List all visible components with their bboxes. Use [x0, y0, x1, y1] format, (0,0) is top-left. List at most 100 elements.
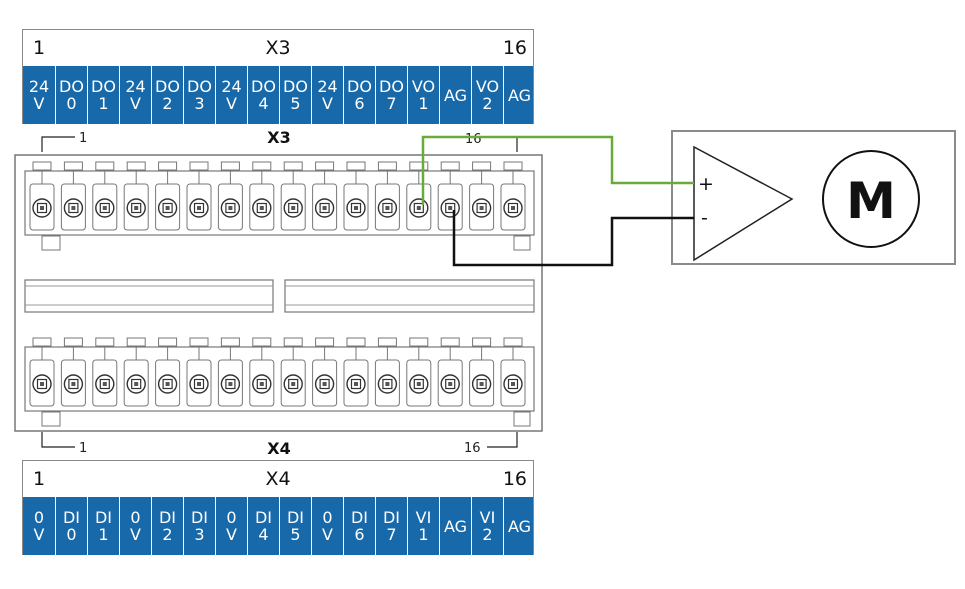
x4-bracket: [41, 432, 518, 448]
x3-pin-cell: DO 5: [279, 66, 311, 124]
x3-pin-label: 24 V: [317, 77, 338, 113]
x4-terminal: [343, 337, 369, 407]
x4-terminal: [249, 337, 275, 407]
x4-pin-cell: 0 V: [311, 497, 343, 555]
x3-terminal: [280, 161, 306, 231]
x3-pin-label: AG: [507, 85, 532, 105]
x4-terminal: [29, 337, 55, 407]
screw-icon: [63, 198, 84, 218]
x3-terminal: [92, 161, 118, 231]
x4-pin-label: 0 V: [322, 508, 333, 544]
screw-icon: [63, 374, 84, 394]
screw-icon: [503, 374, 523, 394]
screw-icon: [440, 198, 460, 218]
x4-pin-label: DI 1: [94, 508, 113, 544]
x4-pin-label: DI 6: [350, 508, 369, 544]
x3-pin-label: DO 2: [155, 77, 180, 113]
x3-pin-label: DO 7: [379, 77, 404, 113]
x3-pin-cell: AG: [439, 66, 471, 124]
x4-table-header: 1 X4 16: [23, 461, 533, 497]
x4-terminal-row: [24, 337, 535, 427]
x4-pin-label: 0 V: [226, 508, 237, 544]
screw-icon: [157, 198, 178, 218]
screw-icon: [252, 198, 272, 218]
x3-first-pin-number: 1: [33, 37, 46, 59]
amplifier-minus-input: -: [701, 207, 708, 229]
x3-pin-label: DO 5: [283, 77, 308, 113]
x3-terminal: [249, 161, 275, 231]
x4-pin-cell: VI 1: [407, 497, 439, 555]
screw-icon: [189, 374, 209, 394]
x4-terminal: [469, 337, 495, 407]
x4-first-pin-number: 1: [33, 468, 46, 490]
x3-terminal: [343, 161, 369, 231]
x3-terminal: [155, 161, 181, 231]
x4-terminal: [186, 337, 212, 407]
x3-pin-label: 24 V: [125, 77, 146, 113]
x4-pin-cell: DI 5: [279, 497, 311, 555]
x4-pin-cell: 0 V: [119, 497, 151, 555]
x3-terminal: [123, 161, 149, 231]
screw-icon: [346, 374, 366, 394]
x4-pin-label: DI 4: [254, 508, 273, 544]
x4-pin-cell: AG: [503, 497, 535, 555]
x3-terminal: [500, 161, 526, 231]
wire-ag-to-minus: [452, 210, 694, 267]
x3-terminal-row: [24, 161, 535, 251]
screw-icon: [220, 198, 241, 218]
terminal-connector-block: [14, 154, 543, 432]
x3-terminal: [406, 161, 432, 231]
screw-icon: [126, 198, 146, 218]
x3-pin-cell: DO 1: [87, 66, 119, 124]
screw-icon: [189, 198, 209, 218]
x3-pin-label: DO 3: [187, 77, 212, 113]
x3-pin-cell: 24 V: [215, 66, 247, 124]
x4-pin-label: DI 2: [158, 508, 177, 544]
x3-terminal: [217, 161, 243, 231]
x3-pin-cell: AG: [503, 66, 535, 124]
x4-pin-label: 0 V: [130, 508, 141, 544]
x4-terminal: [406, 337, 432, 407]
x3-pin-label: 24 V: [221, 77, 242, 113]
x4-pin-cell: 0 V: [23, 497, 55, 555]
x4-terminal: [437, 337, 463, 407]
screw-icon: [252, 374, 272, 394]
x4-terminal: [374, 337, 400, 407]
motor-label: M: [846, 172, 896, 230]
x4-pin-cell: DI 2: [151, 497, 183, 555]
screw-icon: [283, 198, 303, 218]
x4-terminal: [312, 337, 338, 407]
x3-bracket-first: 1: [79, 131, 87, 146]
screw-icon: [314, 374, 335, 394]
x3-pin-cell: DO 4: [247, 66, 279, 124]
x3-pin-label: DO 4: [251, 77, 276, 113]
screw-icon: [314, 198, 335, 218]
x3-terminal: [60, 161, 86, 231]
x3-pin-cell: VO 1: [407, 66, 439, 124]
x3-pin-label: DO 6: [347, 77, 372, 113]
x4-pin-cells: 0 V DI 0 DI 1 0 V DI 2 DI 3 0 V DI 4 DI 5 0 V DI 6…: [23, 497, 533, 555]
x3-pin-label: VO 2: [475, 77, 500, 113]
screw-icon: [126, 374, 146, 394]
x4-last-pin-number: 16: [502, 468, 527, 490]
x4-bracket-first: 1: [79, 441, 87, 456]
x3-terminal: [29, 161, 55, 231]
amplifier-plus-input: +: [698, 173, 714, 195]
x4-pin-label: DI 3: [190, 508, 209, 544]
x3-terminal: [312, 161, 338, 231]
x3-last-pin-number: 16: [502, 37, 527, 59]
x3-pin-label: VO 1: [411, 77, 436, 113]
x4-terminal: [280, 337, 306, 407]
x3-pin-cell: DO 7: [375, 66, 407, 124]
screw-icon: [440, 374, 460, 394]
x4-pin-label: DI 0: [62, 508, 81, 544]
x4-bracket-last: 16: [464, 441, 481, 456]
x3-table-title: X3: [265, 37, 291, 59]
screw-icon: [471, 198, 492, 218]
x4-connector-label: X4: [267, 439, 290, 458]
x4-pin-cell: 0 V: [215, 497, 247, 555]
x3-pin-cell: VO 2: [471, 66, 503, 124]
x3-table-header: 1 X3 16: [23, 30, 533, 66]
screw-icon: [377, 198, 398, 218]
screw-icon: [503, 198, 523, 218]
